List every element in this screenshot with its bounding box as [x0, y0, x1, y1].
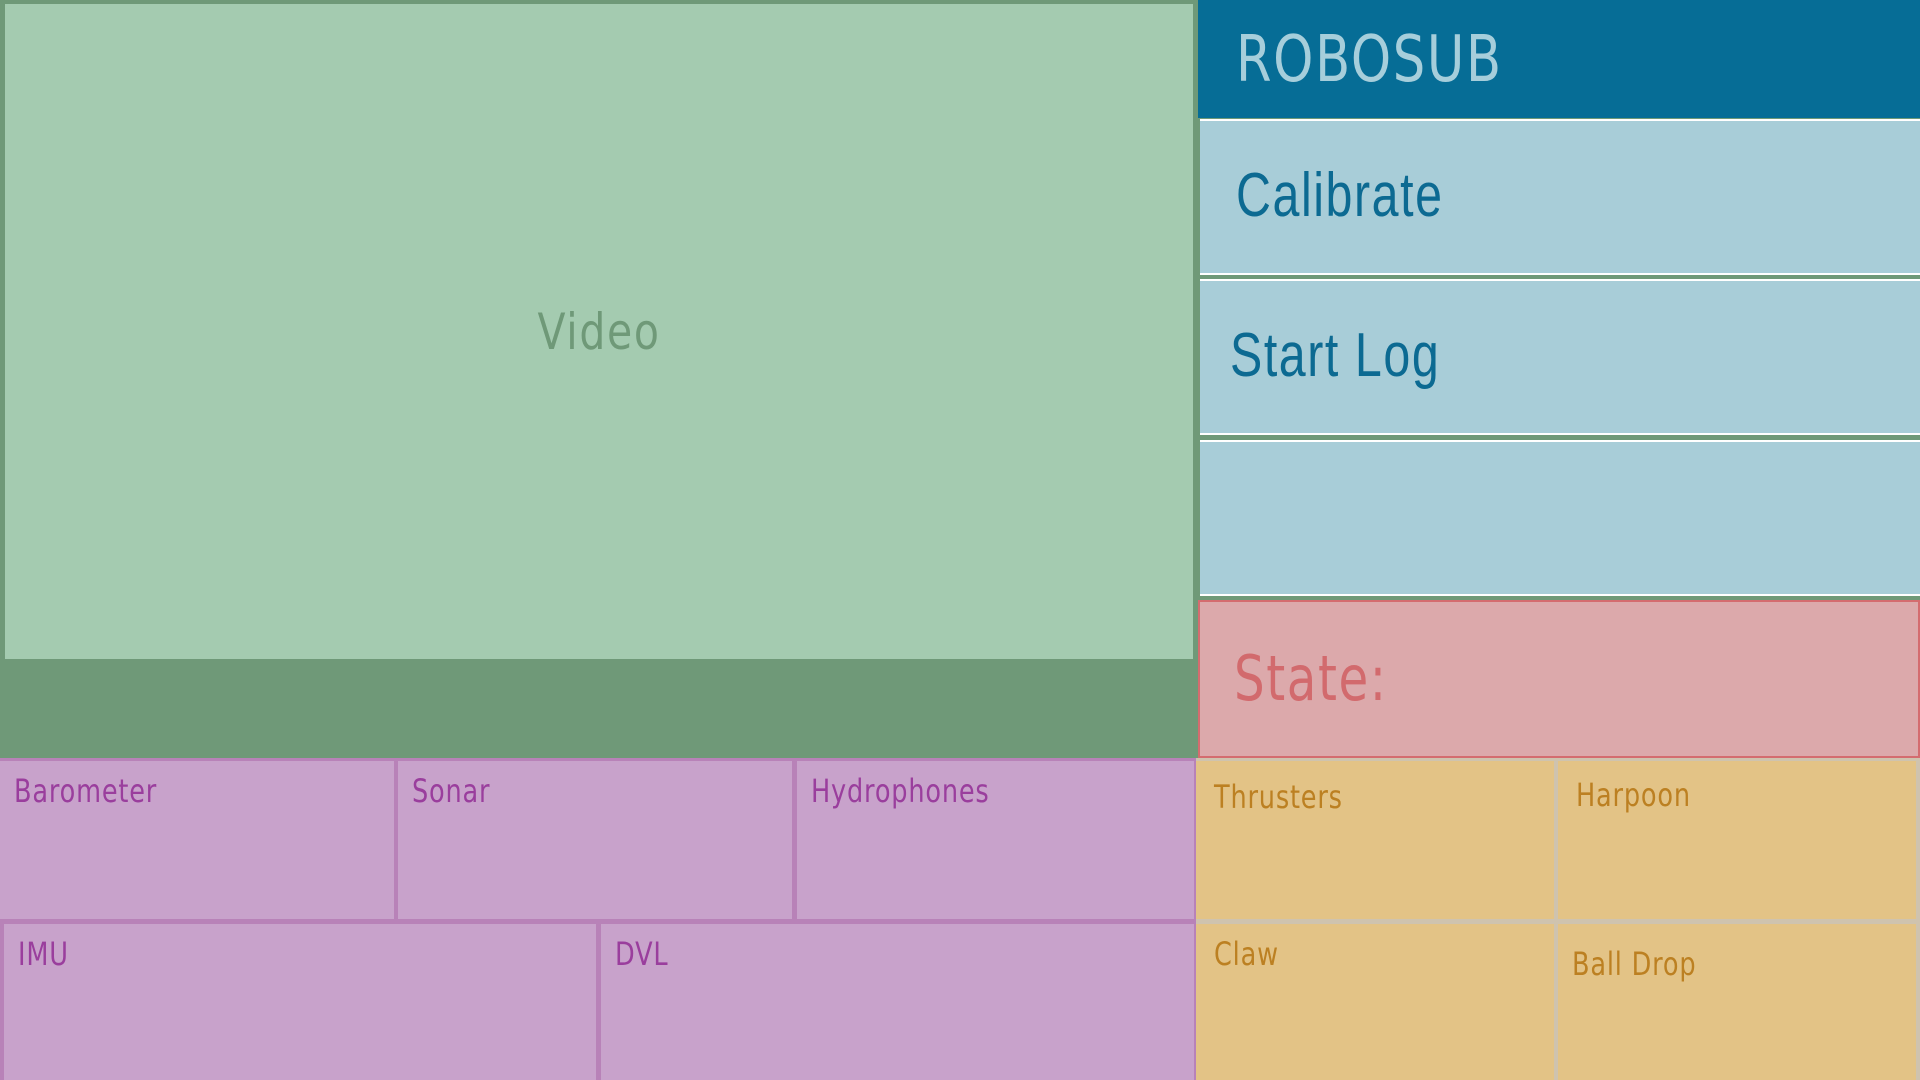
actuator-label-ball-drop: Ball Drop — [1572, 945, 1697, 983]
actuator-label-harpoon: Harpoon — [1576, 776, 1691, 814]
video-panel: Video — [5, 4, 1193, 659]
sensor-tile-imu[interactable]: IMU — [4, 924, 596, 1080]
actuator-tile-ball-drop[interactable]: Ball Drop — [1558, 924, 1916, 1080]
actuator-label-claw: Claw — [1214, 935, 1279, 973]
sensor-label-sonar: Sonar — [412, 772, 491, 810]
sensor-tile-dvl[interactable]: DVL — [601, 924, 1194, 1080]
start-log-button-label: Start Log — [1230, 321, 1441, 390]
control-column: ROBOSUB Calibrate Start Log State: — [1196, 0, 1920, 758]
actuator-tile-thrusters[interactable]: Thrusters — [1196, 761, 1554, 919]
state-panel: State: — [1198, 600, 1920, 758]
actuator-grid: Thrusters Harpoon Claw Ball Drop — [1196, 758, 1920, 1080]
start-log-button[interactable]: Start Log — [1200, 281, 1920, 433]
sensor-tile-sonar[interactable]: Sonar — [398, 761, 792, 919]
actuator-tile-claw[interactable]: Claw — [1196, 924, 1554, 1080]
app-title: ROBOSUB — [1236, 23, 1503, 97]
sensor-tile-barometer[interactable]: Barometer — [0, 761, 394, 919]
sensor-tile-hydrophones[interactable]: Hydrophones — [797, 761, 1194, 919]
state-label: State: — [1234, 642, 1388, 715]
sensor-label-hydrophones: Hydrophones — [811, 772, 990, 810]
actuator-tile-harpoon[interactable]: Harpoon — [1558, 761, 1916, 919]
sensor-label-dvl: DVL — [615, 935, 669, 973]
sensor-grid: Barometer Sonar Hydrophones IMU DVL — [0, 758, 1196, 1080]
sensor-label-barometer: Barometer — [14, 772, 158, 810]
video-label: Video — [537, 302, 661, 361]
title-bar: ROBOSUB — [1198, 0, 1920, 118]
actuator-label-thrusters: Thrusters — [1214, 778, 1343, 816]
calibrate-button-label: Calibrate — [1236, 161, 1444, 230]
video-frame: Video — [0, 0, 1196, 758]
sensor-label-imu: IMU — [18, 935, 69, 973]
unlabeled-button[interactable] — [1200, 442, 1920, 594]
calibrate-button[interactable]: Calibrate — [1200, 121, 1920, 273]
